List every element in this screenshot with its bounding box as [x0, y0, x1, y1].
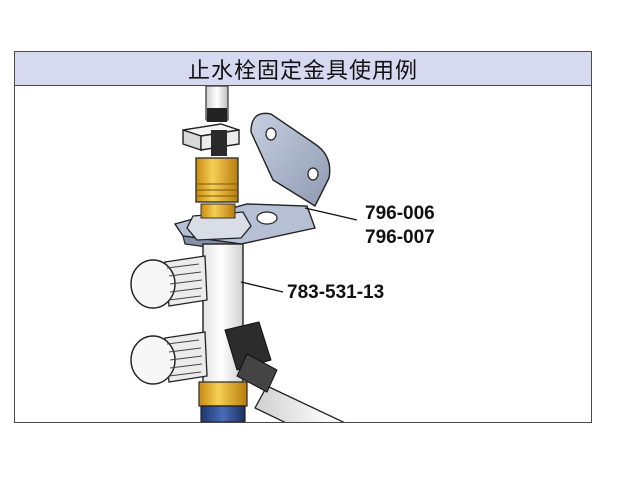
callout-bracket-part-numbers: 796-006 796-007 — [365, 202, 435, 250]
valve-bracket-illustration — [15, 86, 591, 422]
leader-lines — [240, 207, 358, 293]
illustration-panel: 止水栓固定金具使用例 — [14, 51, 592, 423]
panel-title: 止水栓固定金具使用例 — [187, 58, 418, 84]
callout-bracket-1: 796-006 — [365, 203, 435, 224]
supply-pipe-top — [205, 86, 229, 122]
compression-clamp — [182, 123, 240, 156]
bottom-brass-fitting — [198, 381, 248, 422]
lower-valve-handle — [130, 331, 208, 385]
upper-valve-handle — [130, 255, 208, 309]
callout-bracket-2: 796-007 — [365, 227, 435, 248]
title-bar: 止水栓固定金具使用例 — [15, 52, 591, 86]
side-outlet-hose — [224, 321, 345, 422]
callout-valve-part-number: 783-531-13 — [287, 282, 385, 303]
hex-lock-nut — [186, 203, 252, 241]
upper-brass-nut — [195, 157, 239, 203]
